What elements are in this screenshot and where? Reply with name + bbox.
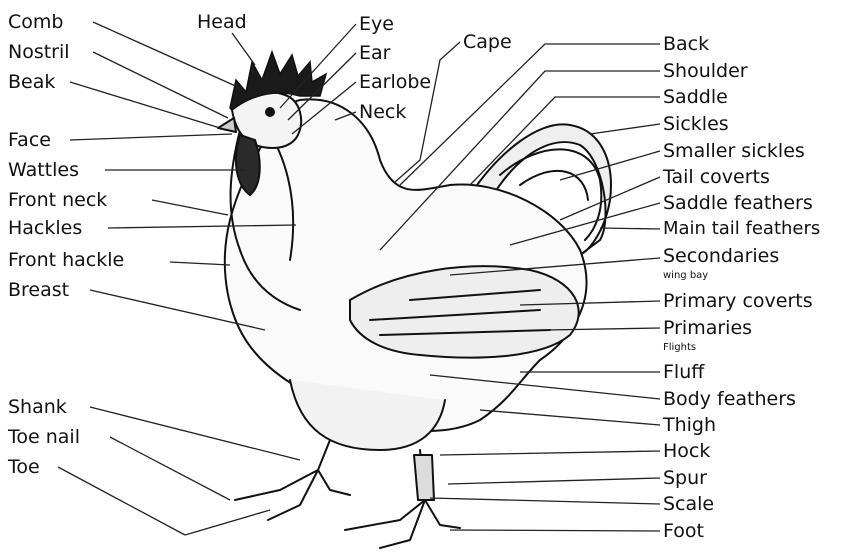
label-comb: Comb [8,11,63,33]
label-earlobe: Earlobe [359,71,431,93]
label-saddle: Saddle [663,86,728,108]
label-ear: Ear [359,42,390,64]
label-spur: Spur [663,467,707,489]
label-saddle-feathers: Saddle feathers [663,192,813,214]
leader-shank [90,407,300,460]
label-beak: Beak [8,71,55,93]
leader-beak [70,82,220,128]
label-sickles: Sickles [663,113,729,135]
label-body-feathers: Body feathers [663,388,796,410]
wattles-shape [236,135,260,195]
leader-scale [430,498,660,504]
label-tail-coverts: Tail coverts [663,166,770,188]
leader-foot [450,530,660,531]
label-breast: Breast [8,279,69,301]
label-fluff: Fluff [663,361,704,383]
label-back: Back [663,33,709,55]
label-main-tail-feathers: Main tail feathers [663,218,820,240]
label-wattles: Wattles [8,159,79,181]
label-secondaries: Secondaries [663,245,779,267]
label-face: Face [8,129,51,151]
label-smaller-sickles: Smaller sickles [663,140,805,162]
leader-head [232,33,255,65]
label-head: Head [197,11,247,33]
label-toe: Toe [8,456,40,478]
label-nostril: Nostril [8,41,70,63]
label-toe-nail: Toe nail [8,426,80,448]
leader-toe-nail [110,437,230,500]
leader-sickles [590,124,660,134]
label-cape: Cape [463,31,512,53]
leader-front-neck [152,200,228,215]
label-primaries: Primaries [663,317,752,339]
left-leg [235,440,350,520]
label-front-neck: Front neck [8,189,107,211]
right-leg [345,450,460,548]
label-primaries-sub: Flights [663,342,696,354]
leader-thigh [480,410,660,425]
label-scale: Scale [663,493,714,515]
leader-nostril [93,52,228,118]
leader-hock [440,451,660,455]
leader-face [70,134,232,140]
label-foot: Foot [663,520,704,542]
label-thigh: Thigh [663,414,716,436]
leader-main-tail-feathers [600,228,660,229]
label-hock: Hock [663,440,710,462]
beak-shape [218,118,236,132]
label-secondaries-sub: wing bay [663,270,708,282]
label-shoulder: Shoulder [663,60,748,82]
label-shank: Shank [8,396,67,418]
leader-spur [448,478,660,484]
label-hackles: Hackles [8,217,82,239]
label-eye: Eye [359,13,394,35]
label-primary-coverts: Primary coverts [663,290,813,312]
label-front-hackle: Front hackle [8,249,124,271]
label-neck: Neck [359,101,406,123]
leader-toe [58,467,185,535]
leader-front-hackle [170,262,230,265]
leader-toe-tail [185,510,270,535]
